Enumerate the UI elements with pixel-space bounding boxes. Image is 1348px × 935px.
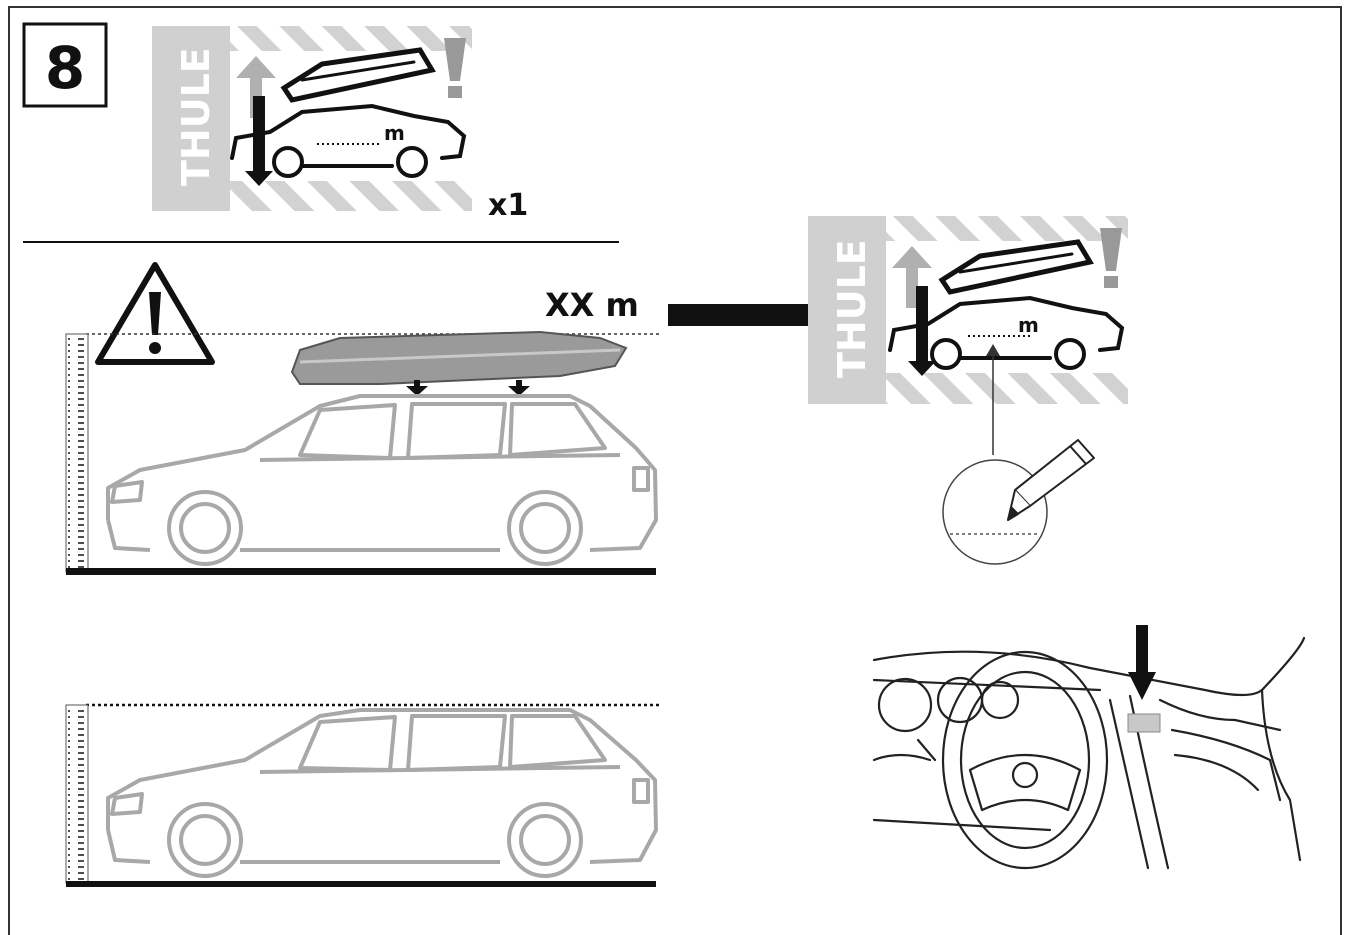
sticker-unit: m — [384, 121, 405, 145]
ground-line-bottom — [66, 881, 656, 887]
ground-line-top — [66, 568, 656, 575]
step-number: 8 — [45, 34, 85, 102]
arrow-down-icon — [1128, 625, 1156, 700]
measuring-ruler-bottom — [66, 705, 88, 883]
height-sticker: THULE m — [152, 26, 472, 211]
step-number-box: 8 — [24, 24, 106, 106]
brand-logo: THULE — [174, 47, 218, 186]
car-with-roof-box — [108, 332, 656, 564]
height-value-label: XX m — [545, 286, 639, 324]
car-without-roof-box — [108, 710, 656, 876]
sticker-unit-right: m — [1018, 313, 1039, 337]
sticker-placement-spot — [1128, 714, 1160, 732]
steering-wheel-icon — [943, 652, 1107, 868]
quantity-label: x1 — [488, 188, 528, 223]
measuring-ruler-top — [66, 334, 88, 572]
roof-box-icon — [292, 332, 626, 396]
height-sticker-filled: THULE m — [808, 216, 1128, 404]
brand-logo-right: THULE — [830, 239, 874, 378]
dashboard-illustration — [874, 638, 1304, 868]
warning-triangle-icon — [98, 265, 212, 362]
write-height-magnifier — [943, 440, 1094, 564]
